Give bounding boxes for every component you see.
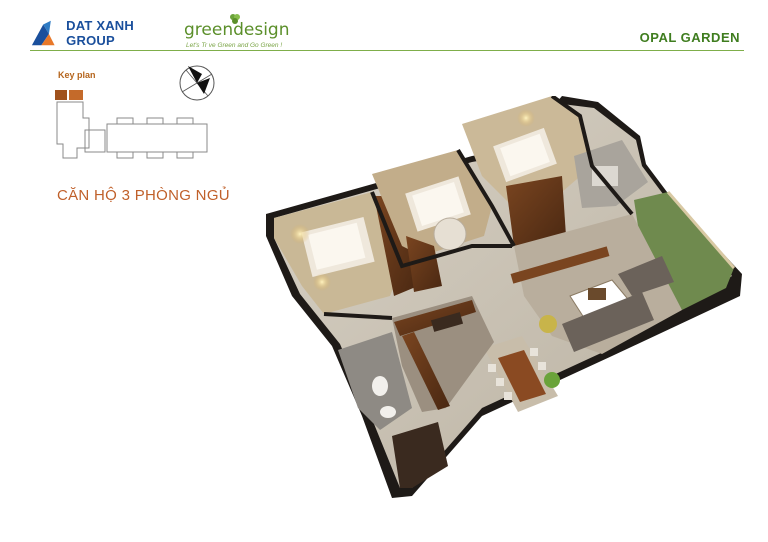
keyplan-diagram [55, 90, 208, 159]
partner-tagline: Let's Tr ve Green and Go Green ! [186, 42, 283, 49]
entrance [392, 422, 448, 488]
dat-xanh-logo: DAT XANH GROUP [30, 16, 180, 50]
header-divider [30, 50, 744, 51]
balcony [634, 192, 734, 310]
greendesign-logo: greendesign Let's Tr ve Green and Go Gre… [184, 10, 304, 50]
brand-name: DAT XANH GROUP [66, 18, 134, 48]
partner-name: greendesign [184, 20, 290, 40]
project-name: OPAL GARDEN [639, 30, 740, 45]
floor-plan-render [266, 96, 742, 498]
dat-xanh-logo-icon [31, 20, 55, 46]
keyplan-label: Key plan [58, 70, 96, 80]
compass-icon [179, 65, 215, 101]
page-header: DAT XANH GROUP greendesign Let's Tr ve G… [0, 0, 768, 58]
green-leaf-icon [230, 14, 240, 24]
apartment-title: CĂN HỘ 3 PHÒNG NGỦ [57, 187, 230, 204]
